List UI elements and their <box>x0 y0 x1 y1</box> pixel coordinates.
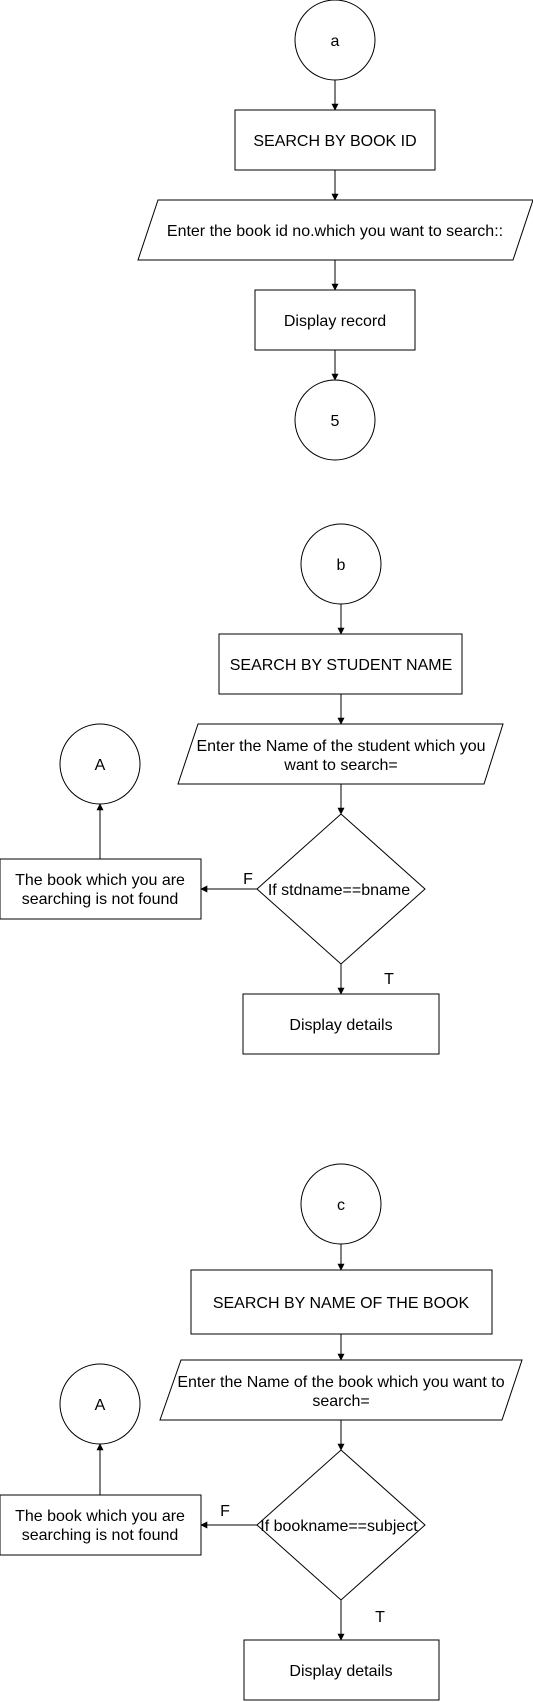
process-display-details-c-label: Display details <box>289 1663 392 1680</box>
input-student-name[interactable] <box>177 723 504 785</box>
input-book-name[interactable] <box>159 1359 523 1421</box>
process-book-not-found-c-label-2: searching is not found <box>22 1527 179 1544</box>
process-book-not-found-b-label-1: The book which you are <box>15 872 185 889</box>
process-search-by-name-of-book[interactable] <box>190 1269 493 1335</box>
input-book-id[interactable] <box>137 199 533 261</box>
process-search-by-student-name[interactable] <box>218 633 463 695</box>
process-book-not-found-c-label-1: The book which you are <box>15 1508 185 1525</box>
input-book-id-label: Enter the book id no.which you want to s… <box>167 223 503 240</box>
start-node-a-label: a <box>331 33 340 50</box>
flow-a: a SEARCH BY BOOK ID Enter the book id no… <box>137 0 533 461</box>
input-book-name-label-2: search= <box>312 1393 369 1410</box>
connector-a-b-label: A <box>95 757 106 774</box>
input-student-name-label-1: Enter the Name of the student which you <box>196 738 485 755</box>
process-display-record[interactable] <box>254 289 416 351</box>
end-node-5[interactable] <box>294 379 376 461</box>
decision-stdname-equals-bname-label: If stdname==bname <box>268 882 410 899</box>
end-node-5-label: 5 <box>331 413 340 430</box>
start-node-c-label: c <box>337 1197 345 1214</box>
connector-a-b[interactable] <box>59 723 141 805</box>
process-book-not-found-c[interactable] <box>0 1494 202 1556</box>
edge-b-true-label: T <box>384 971 394 988</box>
input-book-name-label-1: Enter the Name of the book which you wan… <box>177 1374 504 1391</box>
process-search-by-student-name-label: SEARCH BY STUDENT NAME <box>230 657 453 674</box>
process-search-by-book-id[interactable] <box>234 109 436 171</box>
start-node-b-label: b <box>337 557 346 574</box>
process-display-details-b[interactable] <box>242 993 440 1055</box>
flow-b: b SEARCH BY STUDENT NAME Enter the Name … <box>0 523 504 1055</box>
process-book-not-found-b[interactable] <box>0 858 202 920</box>
decision-bookname-equals-subject-label: If bookname==subject <box>260 1518 418 1535</box>
process-book-not-found-b-label-2: searching is not found <box>22 891 179 908</box>
flow-c: c SEARCH BY NAME OF THE BOOK Enter the N… <box>0 1163 523 1701</box>
edge-c-true-label: T <box>375 1609 385 1626</box>
input-student-name-label-2: want to search= <box>283 757 397 774</box>
edge-b-false-label: F <box>243 871 253 888</box>
process-display-details-b-label: Display details <box>289 1017 392 1034</box>
process-display-details-c[interactable] <box>243 1639 440 1701</box>
connector-a-c-label: A <box>95 1397 106 1414</box>
process-display-record-label: Display record <box>284 313 386 330</box>
connector-a-c[interactable] <box>59 1363 141 1445</box>
process-search-by-name-of-book-label: SEARCH BY NAME OF THE BOOK <box>213 1295 470 1312</box>
process-search-by-book-id-label: SEARCH BY BOOK ID <box>253 133 416 150</box>
edge-c-false-label: F <box>220 1503 230 1520</box>
